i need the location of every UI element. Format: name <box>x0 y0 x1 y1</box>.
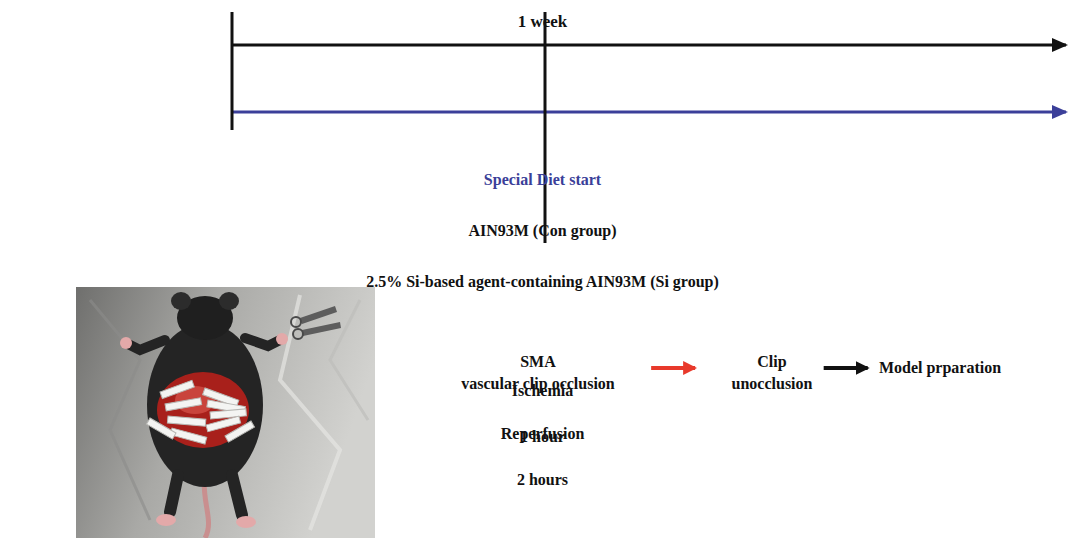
start-tick <box>231 12 234 130</box>
timeline-arrow <box>232 44 1066 47</box>
mouse-photo <box>76 287 375 538</box>
duration-label: 2 hours <box>4 469 1077 491</box>
process-arrow <box>651 366 695 370</box>
diet-arrow <box>232 111 1066 114</box>
hemostat-clips <box>291 306 341 339</box>
diet-start-label: Special Diet start <box>4 169 1077 191</box>
step-node: Model prparation <box>875 355 1005 381</box>
duration-label: 1 week <box>4 11 1077 34</box>
surgery-tick <box>544 12 547 243</box>
group-label: 2.5% Si-based agent-containing AIN93M (S… <box>4 271 1077 293</box>
step-text: Clip unocclusion <box>732 351 813 394</box>
step-text: SMA <box>461 351 615 373</box>
step-node: SMAvascular clip occlusion <box>457 349 619 396</box>
step-node: Clip unocclusion <box>728 349 817 396</box>
step-text: vascular clip occlusion <box>461 373 615 395</box>
step-text: Model prparation <box>879 357 1001 379</box>
process-arrow <box>824 366 868 370</box>
group-label: AIN93M (Con group) <box>4 220 1077 242</box>
phase-label: Reperfusion <box>4 423 1077 445</box>
